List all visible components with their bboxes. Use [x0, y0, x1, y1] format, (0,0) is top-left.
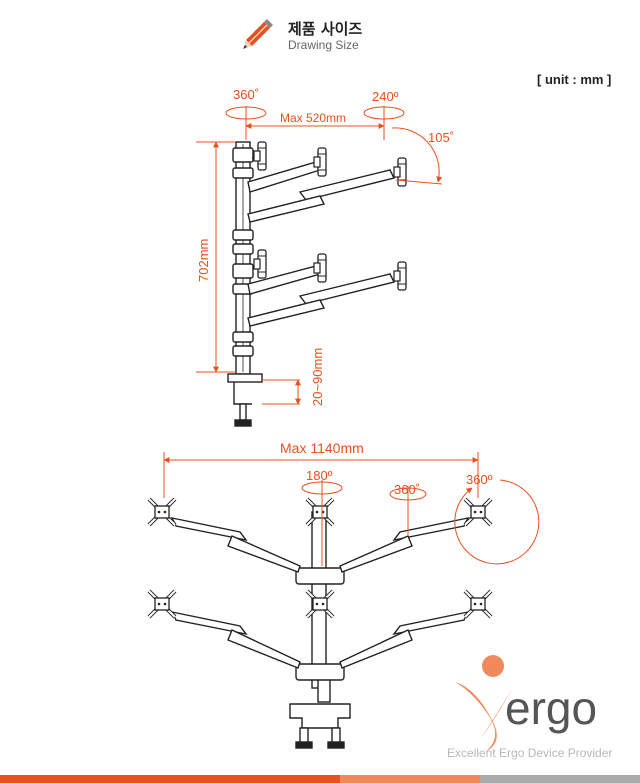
side-view: [227, 141, 396, 427]
clamp-label: 20~90mm: [310, 348, 325, 406]
xergo-logo: ergo: [455, 655, 597, 752]
arm-rotation-label: 360˚: [394, 482, 420, 497]
pencil-icon: [243, 19, 273, 49]
page-subtitle: Drawing Size: [288, 38, 359, 52]
front-dimensions: [163, 452, 540, 566]
rotation-label-left: 360˚: [233, 87, 259, 102]
brand-tagline: Excellent Ergo Device Provider: [447, 746, 613, 760]
rotation-label-right: 240º: [372, 89, 399, 104]
front-view: [170, 511, 470, 749]
side-width-label: Max 520mm: [280, 111, 346, 125]
screen-rotation-label: 360º: [466, 472, 493, 487]
footer-bar: [0, 775, 640, 783]
svg-text:ergo: ergo: [505, 682, 597, 734]
side-dimensions: [196, 106, 443, 405]
front-width-label: Max 1140mm: [280, 440, 364, 456]
page-title: 제품 사이즈: [288, 20, 363, 38]
tilt-label: 105˚: [428, 130, 454, 145]
height-label: 702mm: [196, 239, 211, 282]
unit-label: [ unit : mm ]: [537, 72, 612, 87]
center-rotation-label: 180º: [306, 468, 333, 483]
